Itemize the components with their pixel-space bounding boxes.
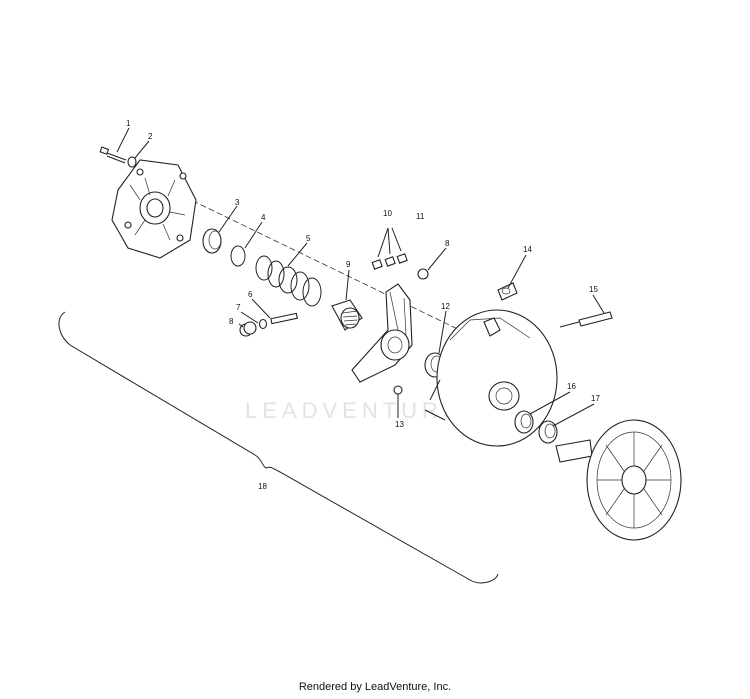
watermark-text: LEADVENTURE bbox=[245, 398, 463, 423]
callout-6: 6 bbox=[248, 290, 253, 299]
callout-9: 9 bbox=[346, 260, 351, 269]
part-1-bolt bbox=[99, 146, 127, 164]
part-5-spring bbox=[255, 255, 322, 307]
callout-14: 14 bbox=[523, 245, 532, 254]
leader-lines bbox=[116, 127, 605, 427]
callout-18: 18 bbox=[258, 482, 267, 491]
callout-4: 4 bbox=[261, 213, 266, 222]
part-13-screw bbox=[393, 385, 403, 395]
callout-11: 11 bbox=[416, 212, 425, 221]
moveable-sheave bbox=[424, 309, 558, 447]
fixed-sheave bbox=[555, 419, 682, 541]
part-10-11-nuts bbox=[371, 227, 408, 270]
callout-8-right: 8 bbox=[445, 239, 450, 248]
footer-credit: Rendered by LeadVenture, Inc. bbox=[298, 681, 452, 693]
callout-12: 12 bbox=[441, 302, 450, 311]
callout-7: 7 bbox=[236, 303, 241, 312]
callout-5: 5 bbox=[306, 234, 311, 243]
part-2-washer bbox=[127, 156, 137, 168]
callout-17: 17 bbox=[591, 394, 600, 403]
part-7-washer bbox=[258, 318, 268, 330]
spider-arm bbox=[351, 283, 413, 383]
part-8-bushing bbox=[417, 268, 429, 280]
callout-13: 13 bbox=[395, 420, 404, 429]
callout-labels: 1 2 3 4 5 6 7 8 8 9 10 11 12 13 14 15 16… bbox=[126, 119, 600, 491]
part-3-bushing bbox=[202, 228, 222, 254]
callout-8-left: 8 bbox=[229, 317, 234, 326]
part-6-pin bbox=[270, 312, 298, 325]
callout-2: 2 bbox=[148, 132, 153, 141]
callout-15: 15 bbox=[589, 285, 598, 294]
callout-3: 3 bbox=[235, 198, 240, 207]
part-8-roller bbox=[239, 321, 257, 337]
part-9-roller bbox=[331, 299, 363, 331]
callout-16: 16 bbox=[567, 382, 576, 391]
part-17-washer bbox=[538, 420, 558, 444]
cover-plate bbox=[111, 159, 197, 259]
part-14-clip bbox=[497, 282, 518, 301]
part-16-washer bbox=[514, 410, 534, 434]
callout-10: 10 bbox=[383, 209, 392, 218]
assembly-axis-line bbox=[159, 184, 471, 336]
part-4-snap-ring bbox=[230, 245, 246, 267]
callout-1: 1 bbox=[126, 119, 131, 128]
part-15-pin bbox=[559, 311, 613, 328]
group-bracket bbox=[58, 311, 499, 584]
